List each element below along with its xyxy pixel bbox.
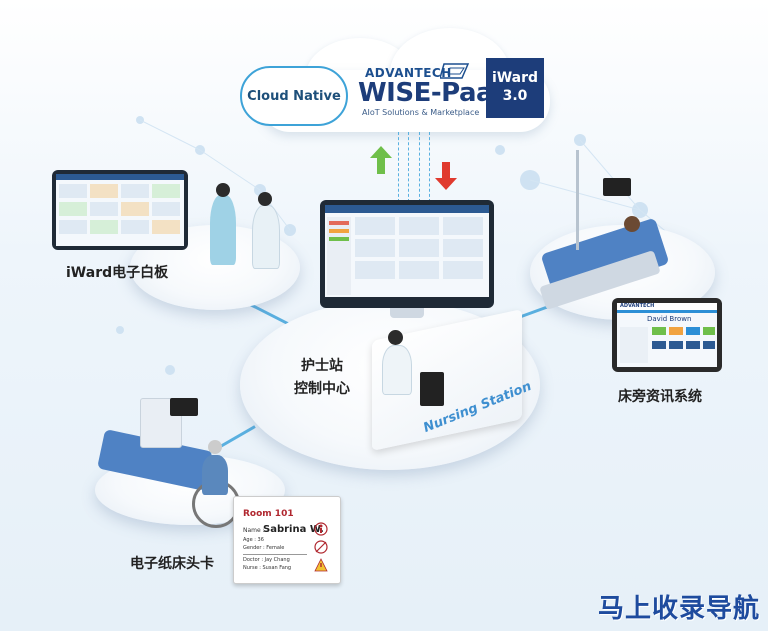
- cloud-native-badge: Cloud Native: [240, 66, 348, 126]
- iward-badge: iWard 3.0: [486, 58, 544, 118]
- bedside-screen: ADVANTECH David Brown: [617, 303, 717, 367]
- upload-arrow-icon: [370, 146, 392, 178]
- patient-name-label: Name :: [243, 527, 265, 534]
- patient-head: [624, 216, 640, 232]
- nursing-station-label-2: 控制中心: [294, 381, 350, 397]
- nurse-figure: [210, 195, 236, 265]
- bed-monitor: [603, 178, 631, 196]
- data-link: [408, 132, 420, 202]
- data-link: [398, 132, 430, 202]
- brand-mark-icon: [439, 62, 470, 79]
- bedside-label: 床旁资讯系统: [618, 389, 702, 405]
- nurse-head: [258, 192, 272, 206]
- epaper-bed-card: Room 101 Name : Sabrina W. Age : 36 Gend…: [233, 496, 341, 584]
- patient-name: David Brown: [647, 315, 692, 323]
- nurse-head: [216, 183, 230, 197]
- download-arrow-icon: [435, 162, 457, 194]
- nurse-head: [388, 330, 403, 345]
- badge-version: 3.0: [502, 88, 528, 104]
- platform-tagline: AIoT Solutions & Marketplace: [362, 108, 480, 117]
- fall-risk-icon: [314, 521, 328, 540]
- epaper-label: 电子纸床头卡: [130, 556, 214, 572]
- patient-name: Sabrina W.: [263, 524, 324, 535]
- bedside-tablet: ADVANTECH David Brown: [612, 298, 722, 372]
- bedside-brand: ADVANTECH: [620, 303, 655, 309]
- doctor-name: Doctor : Jay Chang: [243, 557, 290, 563]
- watermark-text: 马上收录导航: [597, 594, 760, 624]
- no-food-icon: [314, 539, 328, 558]
- patient-figure: [202, 455, 228, 495]
- nursing-station-label-1: 护士站: [301, 358, 343, 374]
- whiteboard-screen: [56, 174, 184, 246]
- patient-age: Age : 36: [243, 537, 264, 543]
- patient-head: [208, 440, 222, 454]
- nurse-figure: [382, 345, 412, 395]
- desk-monitor: [420, 372, 444, 406]
- iv-pole: [576, 150, 579, 250]
- whiteboard-monitor: [52, 170, 188, 250]
- station-monitor: [320, 200, 494, 308]
- station-screen: [325, 205, 489, 297]
- nurse-figure: [252, 205, 280, 269]
- monitor-stand: [390, 308, 424, 318]
- warning-icon: [314, 557, 328, 576]
- badge-title: iWard: [491, 70, 539, 86]
- nurse-name: Nurse : Susan Fang: [243, 565, 292, 571]
- whiteboard-label: iWard电子白板: [66, 265, 169, 281]
- wall-monitor: [170, 398, 198, 416]
- card-divider: [243, 554, 307, 555]
- patient-gender: Gender : Female: [243, 545, 285, 551]
- room-number: Room 101: [243, 509, 294, 519]
- brand-logo: ADVANTECH: [365, 66, 452, 80]
